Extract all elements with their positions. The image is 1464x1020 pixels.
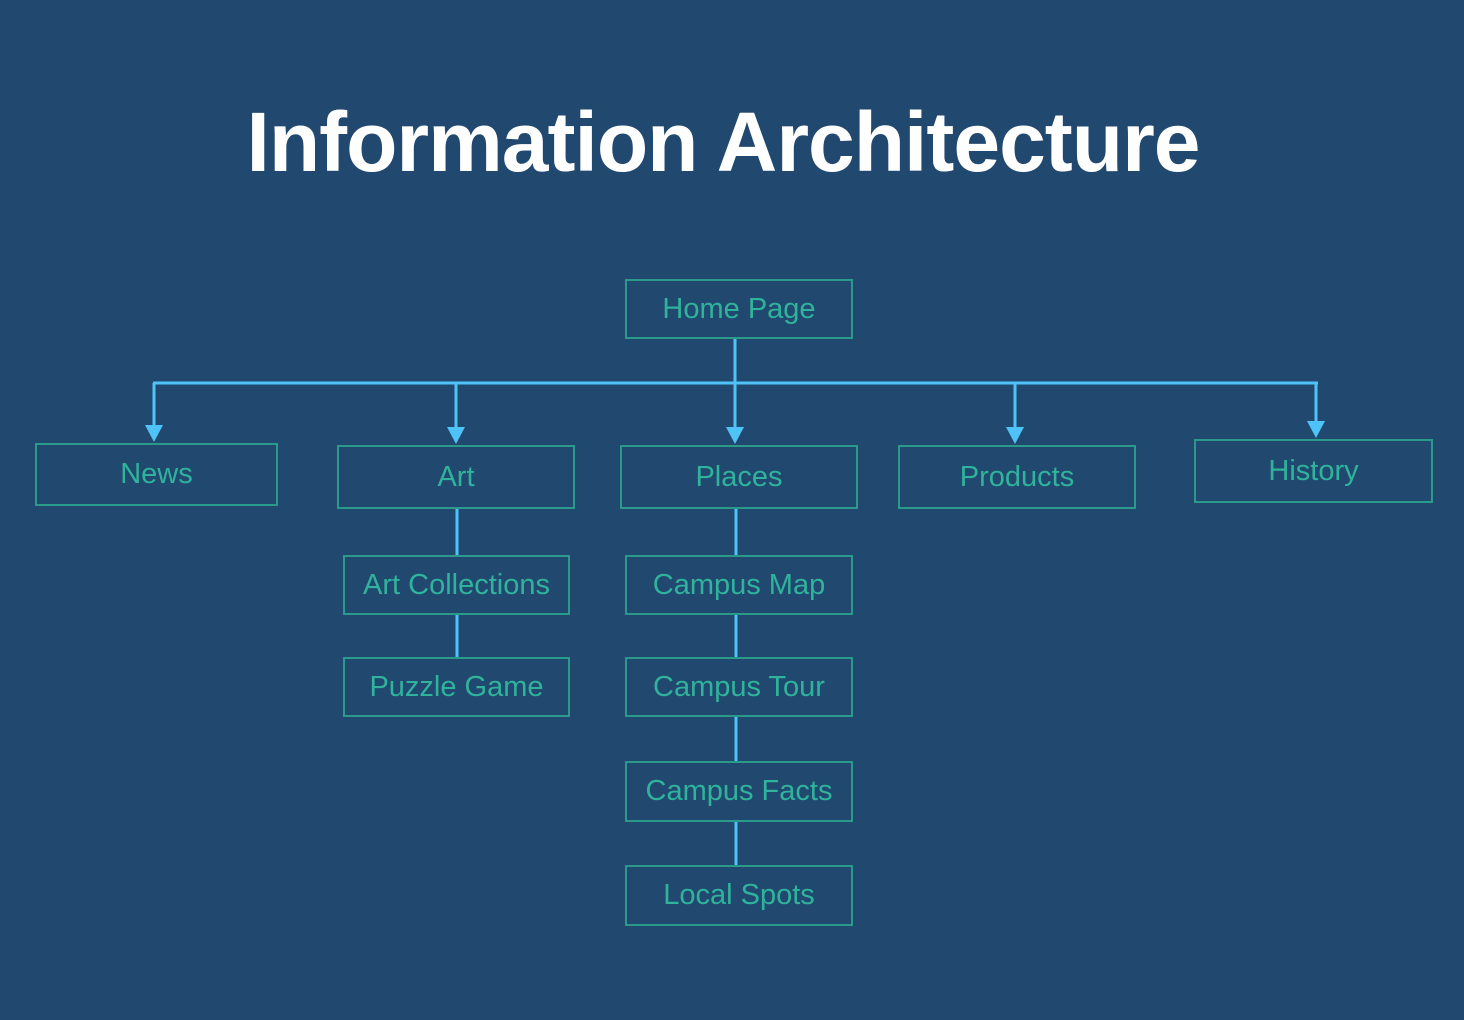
- arrow-places: [726, 427, 744, 444]
- node-campus-facts: Campus Facts: [625, 761, 853, 822]
- node-puzzle-game: Puzzle Game: [343, 657, 570, 717]
- slide-title: Information Architecture: [246, 95, 1201, 189]
- arrow-news: [145, 425, 163, 442]
- node-art: Art: [337, 445, 575, 509]
- arrow-art: [447, 427, 465, 444]
- node-home-page: Home Page: [625, 279, 853, 339]
- node-places: Places: [620, 445, 858, 509]
- node-news: News: [35, 443, 278, 506]
- node-art-collections: Art Collections: [343, 555, 570, 615]
- arrow-history: [1307, 421, 1325, 438]
- node-campus-map: Campus Map: [625, 555, 853, 615]
- node-history: History: [1194, 439, 1433, 503]
- arrow-products: [1006, 427, 1024, 444]
- node-campus-tour: Campus Tour: [625, 657, 853, 717]
- node-products: Products: [898, 445, 1136, 509]
- node-local-spots: Local Spots: [625, 865, 853, 926]
